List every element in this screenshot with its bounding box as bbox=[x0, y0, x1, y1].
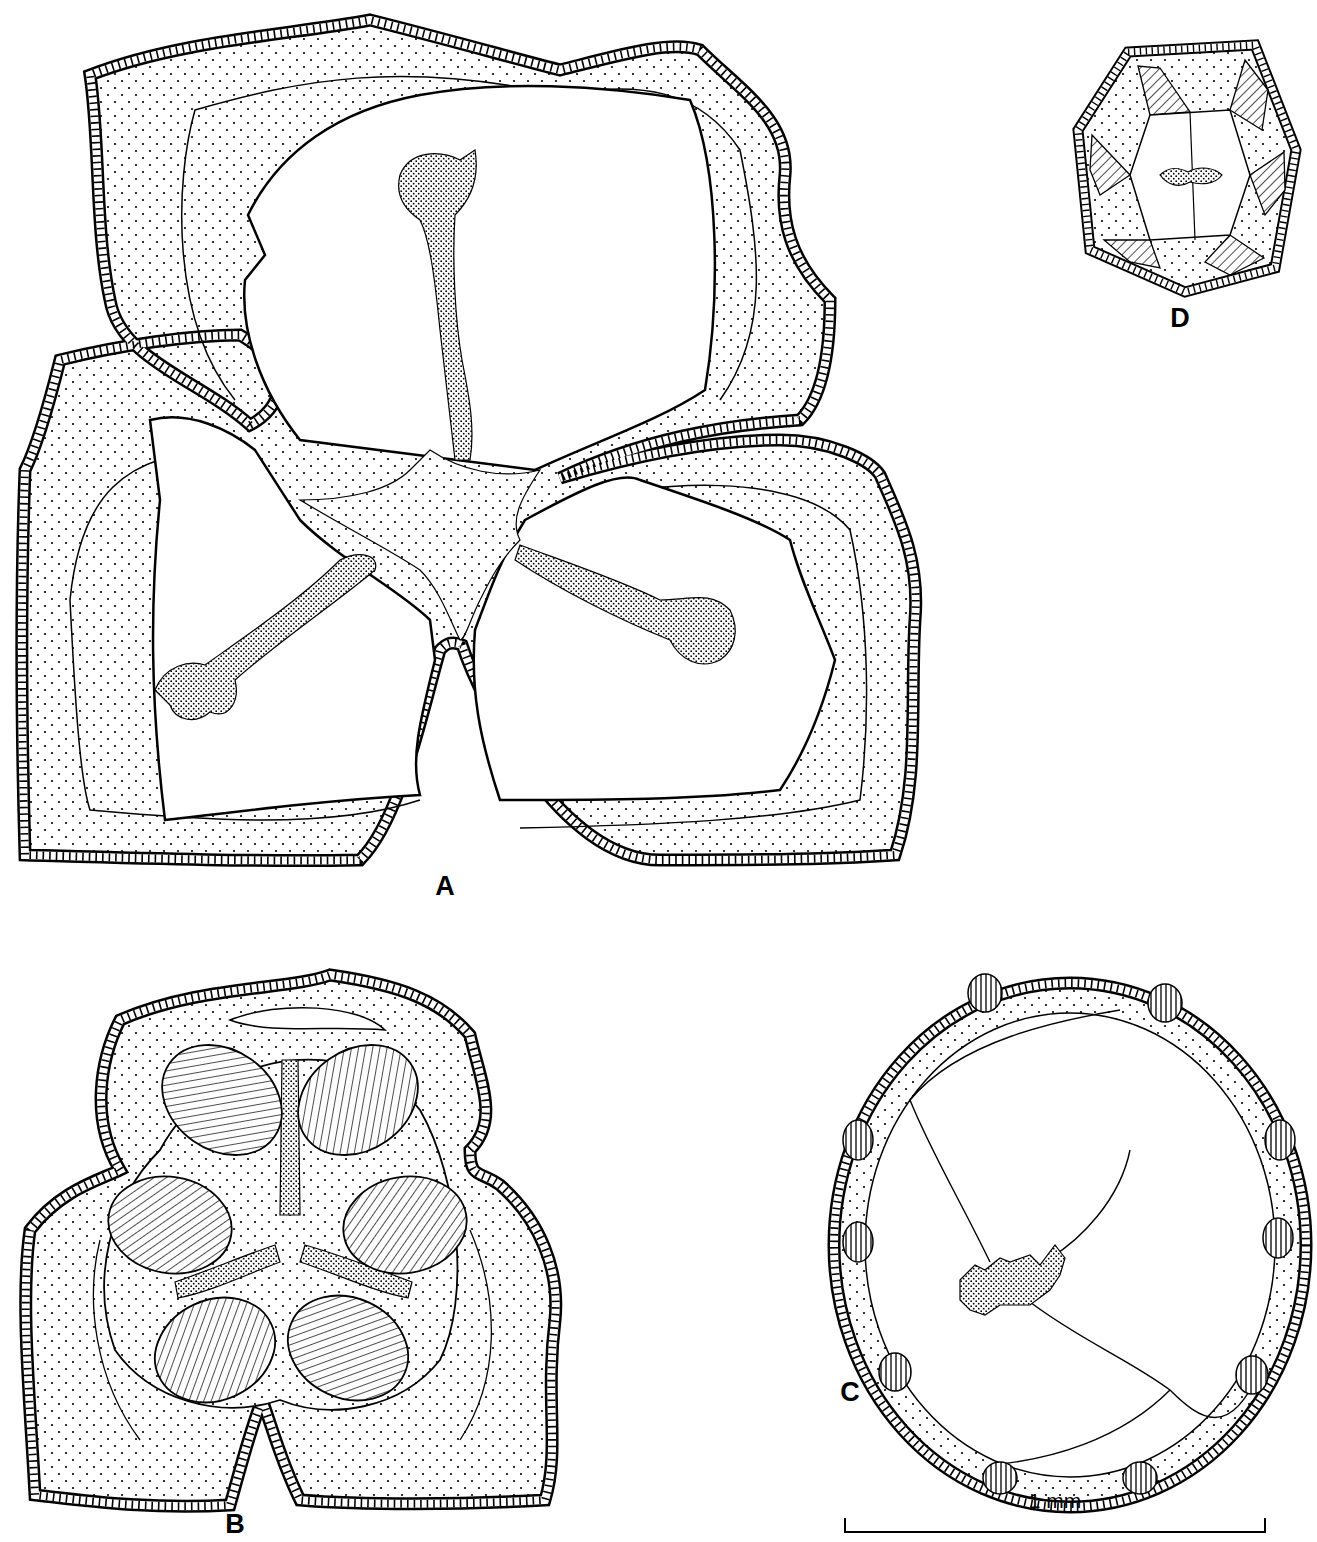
drawing-part bbox=[460, 1230, 491, 1440]
section-c bbox=[834, 974, 1306, 1507]
drawing-part bbox=[280, 1060, 300, 1215]
drawing-part bbox=[336, 1167, 475, 1283]
drawing-part bbox=[1138, 66, 1190, 115]
epidermis bbox=[834, 983, 1306, 1507]
figure-letter: D bbox=[1170, 305, 1190, 332]
scale-label: 1 mm bbox=[1029, 1490, 1082, 1511]
section-a bbox=[22, 20, 916, 861]
epidermis bbox=[22, 20, 916, 861]
locule bbox=[150, 86, 835, 820]
drawing-part bbox=[843, 1222, 873, 1262]
drawing-part bbox=[515, 545, 735, 664]
placenta bbox=[960, 1245, 1065, 1315]
drawing-part bbox=[155, 555, 376, 720]
epidermis bbox=[834, 983, 1306, 1507]
epidermis bbox=[22, 20, 916, 861]
drawing-part bbox=[150, 417, 435, 820]
drawing-part bbox=[1230, 60, 1268, 130]
vascular-wedge bbox=[1090, 60, 1285, 275]
drawing-part bbox=[1250, 152, 1285, 215]
epidermis bbox=[1078, 45, 1296, 292]
figure-letter: B bbox=[225, 1511, 245, 1538]
drawing-part bbox=[399, 150, 477, 460]
tissue-boundary bbox=[70, 76, 867, 828]
drawing-part bbox=[983, 1462, 1017, 1494]
figure-letter: C bbox=[840, 1379, 860, 1406]
drawing-part bbox=[141, 1022, 303, 1177]
central-column bbox=[300, 450, 540, 640]
section-b bbox=[26, 975, 556, 1506]
epidermis bbox=[1078, 45, 1296, 292]
placenta bbox=[155, 150, 735, 719]
vascular-bundle bbox=[843, 974, 1295, 1494]
septum-line bbox=[910, 1010, 1260, 1465]
locule bbox=[1130, 110, 1250, 240]
drawing-part bbox=[244, 86, 715, 470]
drawing-part bbox=[990, 1390, 1170, 1465]
section-d bbox=[1078, 45, 1296, 292]
drawing-part bbox=[93, 1240, 140, 1440]
drawing-part bbox=[1090, 135, 1130, 195]
epidermis bbox=[26, 975, 556, 1506]
drawing-part bbox=[1123, 1462, 1157, 1494]
drawing-part bbox=[277, 1022, 439, 1177]
drawing-part bbox=[1050, 1150, 1130, 1258]
drawing-part bbox=[879, 1353, 911, 1391]
epidermis bbox=[26, 975, 556, 1506]
placenta bbox=[1160, 168, 1222, 185]
scale-bar bbox=[845, 1518, 1265, 1532]
drawing-part bbox=[968, 974, 1002, 1012]
ovule bbox=[101, 1022, 475, 1421]
drawing-part bbox=[1263, 1218, 1293, 1258]
drawing-part bbox=[1148, 984, 1182, 1022]
drawing-part bbox=[910, 1010, 1120, 1262]
drawing-part bbox=[138, 1278, 293, 1421]
drawing-part bbox=[101, 1167, 240, 1283]
epidermis bbox=[22, 20, 916, 861]
figure-letter: A bbox=[435, 873, 455, 900]
drawing-part bbox=[1205, 235, 1264, 275]
drawing-part bbox=[1236, 1356, 1268, 1394]
drawing-part bbox=[271, 1276, 426, 1419]
drawing-part bbox=[1030, 1302, 1260, 1418]
drawing-part bbox=[1104, 240, 1160, 268]
epidermis bbox=[1078, 45, 1296, 292]
drawing-part bbox=[843, 1120, 873, 1160]
epidermis bbox=[26, 975, 556, 1506]
cavity-slit bbox=[230, 1008, 385, 1030]
drawing-part bbox=[1265, 1120, 1295, 1160]
drawing-part bbox=[474, 477, 835, 800]
epidermis bbox=[834, 983, 1306, 1507]
